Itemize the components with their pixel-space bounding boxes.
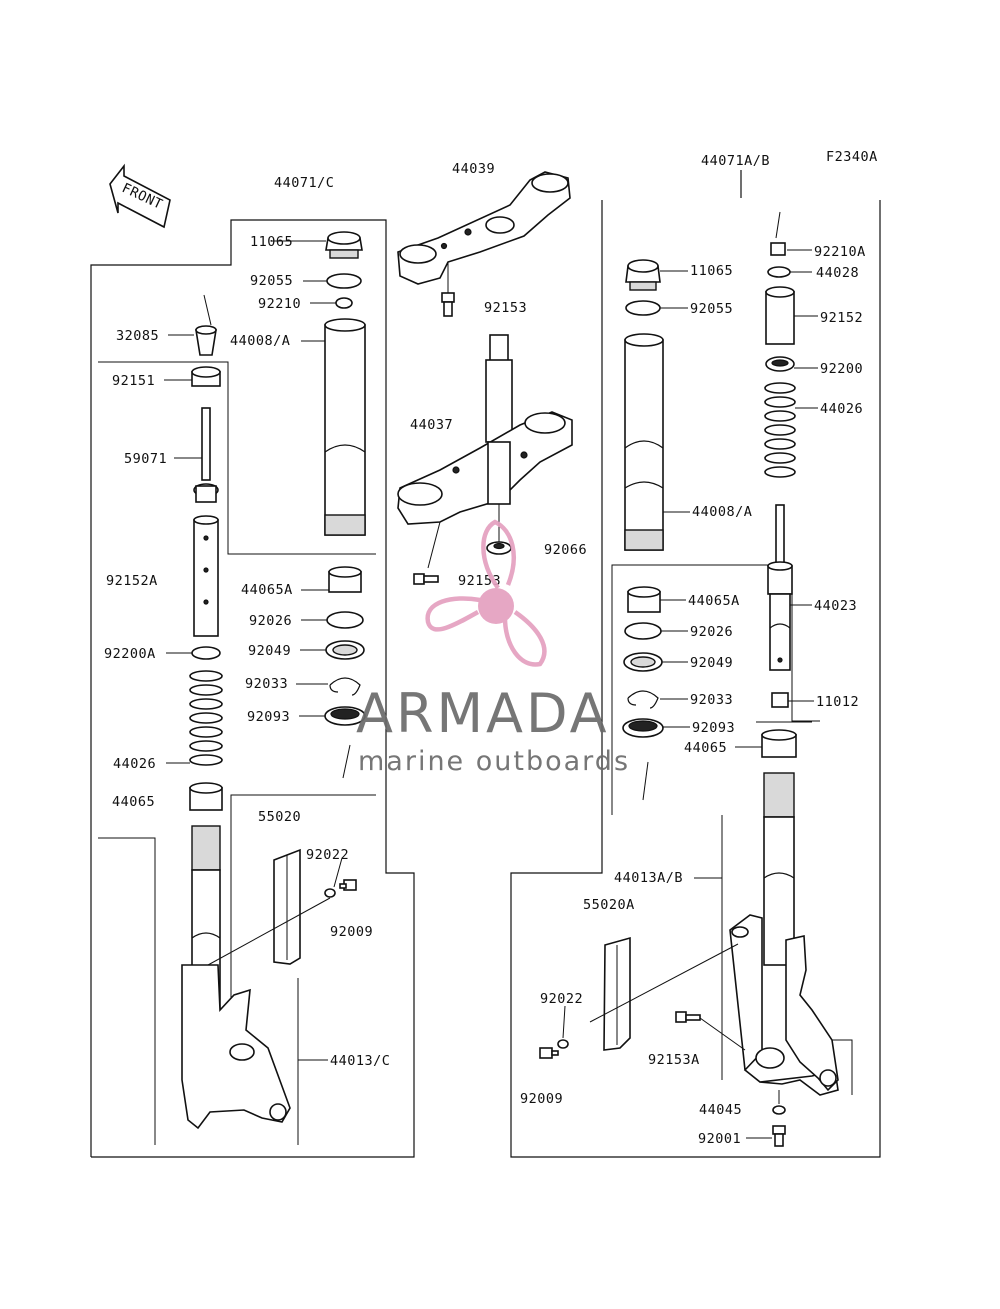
label-92009-right: 92009: [520, 1091, 563, 1107]
label-92066: 92066: [544, 542, 587, 558]
label-92200: 92200: [820, 361, 863, 377]
label-44026-right: 44026: [820, 401, 863, 417]
label-44028: 44028: [816, 265, 859, 281]
label-92093-right: 92093: [692, 720, 735, 736]
bolt-92153-mid: [413, 573, 439, 585]
label-92026-right: 92026: [690, 624, 733, 640]
label-44008A-right: 44008/A: [692, 504, 752, 520]
part-labels: F2340A 44071/C 44039 44071A/B 11065 9205…: [104, 149, 878, 1147]
label-44065A-right: 44065A: [688, 593, 740, 609]
label-44013C: 44013/C: [330, 1053, 390, 1069]
spring-44026-left: [189, 670, 223, 766]
label-92055-left: 92055: [250, 273, 293, 289]
label-59071: 59071: [124, 451, 167, 467]
label-11065-right: 11065: [690, 263, 733, 279]
spring-44026-right: [764, 382, 796, 478]
bolt-92153-top: [441, 292, 455, 317]
label-44013AB: 44013A/B: [614, 870, 683, 886]
label-44045: 44045: [699, 1102, 742, 1118]
label-92152A: 92152A: [106, 573, 158, 589]
label-92152: 92152: [820, 310, 863, 326]
label-44065A-left: 44065A: [241, 582, 293, 598]
label-92093-left: 92093: [247, 709, 290, 725]
label-44071AB: 44071A/B: [701, 153, 770, 169]
label-92049-right: 92049: [690, 655, 733, 671]
label-92210: 92210: [258, 296, 301, 312]
label-92210A: 92210A: [814, 244, 866, 260]
nut-92066: [486, 541, 512, 555]
armada-watermark: ARMADA marine outboards: [356, 519, 630, 777]
label-44026-left: 44026: [113, 756, 156, 772]
label-92153-top: 92153: [484, 300, 527, 316]
label-44065-left: 44065: [112, 794, 155, 810]
label-92022-left: 92022: [306, 847, 349, 863]
label-44065-right: 44065: [684, 740, 727, 756]
label-92049-left: 92049: [248, 643, 291, 659]
group-frames: [90, 170, 881, 1158]
label-44023: 44023: [814, 598, 857, 614]
watermark-brand: ARMADA: [356, 682, 610, 745]
label-55020A: 55020A: [583, 897, 635, 913]
label-44037: 44037: [410, 417, 453, 433]
label-92033-left: 92033: [245, 676, 288, 692]
right-fork-parts: [539, 211, 839, 1147]
front-arrow-icon: FRONT: [109, 163, 171, 229]
label-92001: 92001: [698, 1131, 741, 1147]
label-92026-left: 92026: [249, 613, 292, 629]
propeller-logo-icon: [425, 519, 547, 667]
label-11065-left: 11065: [250, 234, 293, 250]
label-32085: 32085: [116, 328, 159, 344]
label-55020: 55020: [258, 809, 301, 825]
label-92200A: 92200A: [104, 646, 156, 662]
watermark-tagline: marine outboards: [358, 746, 630, 777]
label-92151: 92151: [112, 373, 155, 389]
label-92055-right: 92055: [690, 301, 733, 317]
label-92033-right: 92033: [690, 692, 733, 708]
label-44008A-left: 44008/A: [230, 333, 290, 349]
label-11012: 11012: [816, 694, 859, 710]
label-92022-right: 92022: [540, 991, 583, 1007]
label-44071C: 44071/C: [274, 175, 334, 191]
left-fork-parts: [164, 231, 366, 1130]
misc-leader-lines: [342, 721, 812, 801]
label-92009-left: 92009: [330, 924, 373, 940]
stem-bracket-44037: [397, 334, 573, 569]
label-44039: 44039: [452, 161, 495, 177]
label-92153A: 92153A: [648, 1052, 700, 1068]
figure-code: F2340A: [826, 149, 878, 165]
upper-bracket-44039: [397, 171, 571, 305]
